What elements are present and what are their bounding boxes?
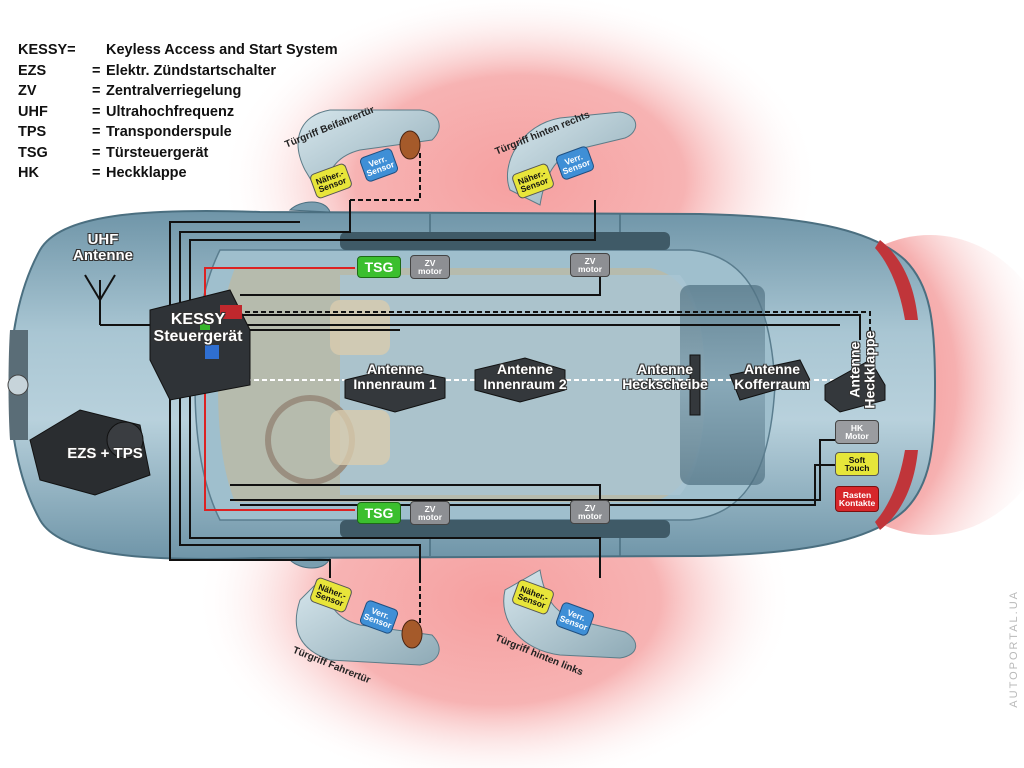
- car-body: [7, 201, 937, 569]
- antenne-innenraum1-label: Antenne Innenraum 1: [353, 361, 437, 392]
- antenne-innenraum2-label: Antenne Innenraum 2: [483, 361, 567, 392]
- hk-motor: HK Motor: [835, 420, 879, 444]
- rasten-kontakte: Rasten Kontakte: [835, 486, 879, 512]
- tsg-front-right: TSG: [357, 256, 401, 278]
- ezs-tps-label: EZS + TPS: [67, 445, 143, 462]
- wiring: [100, 200, 861, 578]
- legend-row: TPS=Transponderspule: [18, 124, 232, 140]
- zv-motor-rear-right: ZV motor: [570, 253, 610, 277]
- legend-row: ZV=Zentralverriegelung: [18, 83, 242, 99]
- zv-motor-front-left: ZV motor: [410, 501, 450, 525]
- antenne-heckklappe-label: Antenne Heckklappe: [846, 330, 877, 409]
- legend-row: EZS=Elektr. Zündstartschalter: [18, 62, 277, 79]
- antenna-blocks: [344, 354, 886, 416]
- tsg-front-left: TSG: [357, 502, 401, 524]
- legend-row: HK=Heckklappe: [18, 165, 187, 181]
- legend-row: TSG=Türsteuergerät: [18, 144, 209, 161]
- zv-motor-front-right: ZV motor: [410, 255, 450, 279]
- soft-touch: Soft Touch: [835, 452, 879, 476]
- antenne-heckscheibe-label: Antenne Heckscheibe: [622, 361, 708, 392]
- legend: KESSY=Keyless Access and Start System EZ…: [18, 40, 338, 184]
- uhf-antenna-label: UHF Antenne: [73, 231, 133, 264]
- legend-row: KESSY=Keyless Access and Start System: [18, 42, 338, 58]
- uhf-antenna-icon: [84, 274, 116, 325]
- legend-row: UHF=Ultrahochfrequenz: [18, 103, 235, 120]
- kessy-label: KESSY Steuergerät: [153, 311, 243, 345]
- watermark: AUTOPORTAL.UA: [1008, 590, 1020, 708]
- zv-motor-rear-left: ZV motor: [570, 500, 610, 524]
- kessy-control-unit: [149, 289, 251, 401]
- antenne-kofferraum-label: Antenne Kofferraum: [734, 361, 810, 392]
- ezs-tps-unit: [29, 409, 151, 496]
